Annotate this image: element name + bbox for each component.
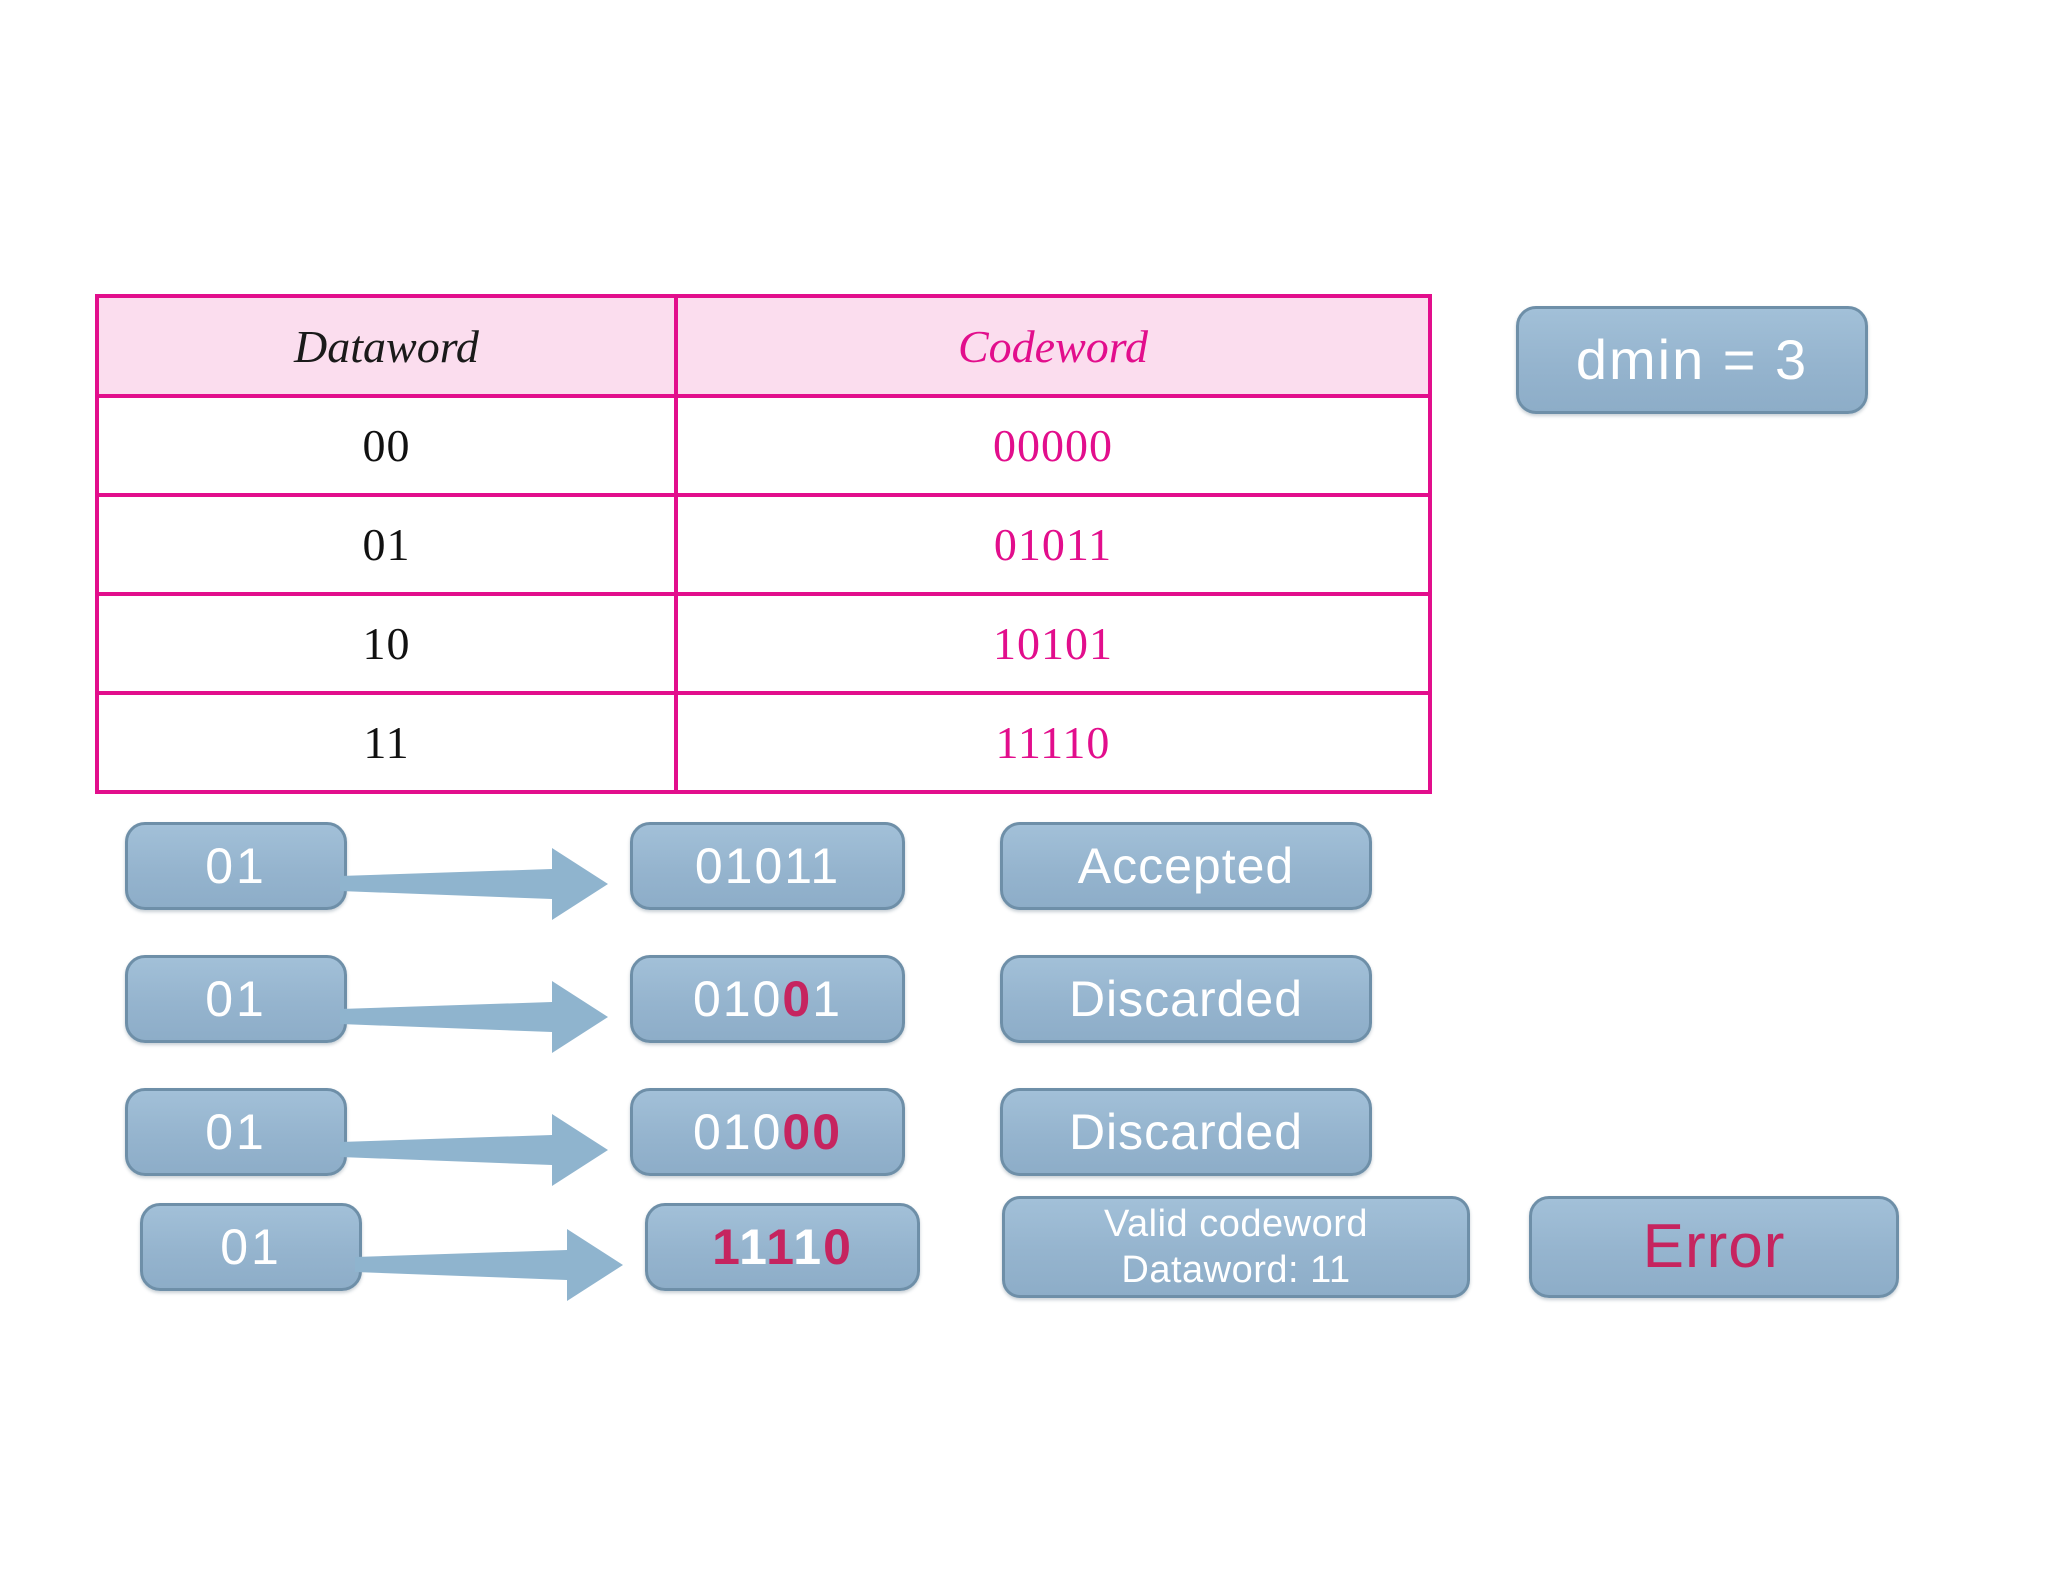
- cell-codeword: 10101: [674, 592, 1432, 695]
- table-row: 10 10101: [95, 592, 1432, 695]
- cell-dataword: 00: [95, 394, 678, 497]
- cell-dataword: 11: [95, 691, 678, 794]
- codeword-box-row-2: 01001: [630, 955, 905, 1043]
- error-badge: Error: [1529, 1196, 1899, 1298]
- dataword-codeword-table: Dataword Codeword 00 00000 01 01011 10 1…: [95, 294, 1432, 794]
- table-header-row: Dataword Codeword: [95, 294, 1432, 398]
- status-label: Discarded: [1068, 970, 1304, 1027]
- dataword-box-row-4: 01: [140, 1203, 362, 1291]
- codeword-value: 01000: [692, 1103, 843, 1160]
- cell-codeword: 00000: [674, 394, 1432, 497]
- arrow-right-icon: [340, 981, 608, 1053]
- status-box-row-3: Discarded: [1000, 1088, 1372, 1176]
- table-row: 11 11110: [95, 691, 1432, 794]
- dataword-value: 01: [220, 1218, 282, 1275]
- codeword-box-row-4: 11110: [645, 1203, 920, 1291]
- dmin-label: dmin = 3: [1575, 327, 1809, 391]
- valid-codeword-box: Valid codeword Dataword: 11: [1002, 1196, 1470, 1298]
- table-row: 01 01011: [95, 493, 1432, 596]
- status-label: Discarded: [1068, 1103, 1304, 1160]
- dataword-value: 01: [205, 1103, 267, 1160]
- dmin-badge: dmin = 3: [1516, 306, 1868, 414]
- arrow-right-icon: [355, 1229, 623, 1301]
- error-label: Error: [1642, 1212, 1786, 1282]
- cell-dataword: 10: [95, 592, 678, 695]
- codeword-box-row-1: 01011: [630, 822, 905, 910]
- status-label: Accepted: [1077, 837, 1295, 894]
- column-header-dataword: Dataword: [95, 294, 678, 398]
- dataword-value: 01: [205, 837, 267, 894]
- cell-codeword: 11110: [674, 691, 1432, 794]
- column-header-codeword: Codeword: [674, 294, 1432, 398]
- cell-codeword: 01011: [674, 493, 1432, 596]
- table-row: 00 00000: [95, 394, 1432, 497]
- dataword-box-row-2: 01: [125, 955, 347, 1043]
- arrow-right-icon: [340, 1114, 608, 1186]
- valid-codeword-line-2: Dataword: 11: [1121, 1249, 1351, 1291]
- status-box-row-1: Accepted: [1000, 822, 1372, 910]
- status-box-row-2: Discarded: [1000, 955, 1372, 1043]
- arrow-right-icon: [340, 848, 608, 920]
- codeword-value: 11110: [712, 1218, 853, 1275]
- dataword-box-row-1: 01: [125, 822, 347, 910]
- codeword-value: 01001: [692, 970, 843, 1027]
- codeword-box-row-3: 01000: [630, 1088, 905, 1176]
- dataword-value: 01: [205, 970, 267, 1027]
- valid-codeword-line-1: Valid codeword: [1103, 1202, 1368, 1245]
- codeword-value: 01011: [694, 837, 841, 894]
- dataword-box-row-3: 01: [125, 1088, 347, 1176]
- cell-dataword: 01: [95, 493, 678, 596]
